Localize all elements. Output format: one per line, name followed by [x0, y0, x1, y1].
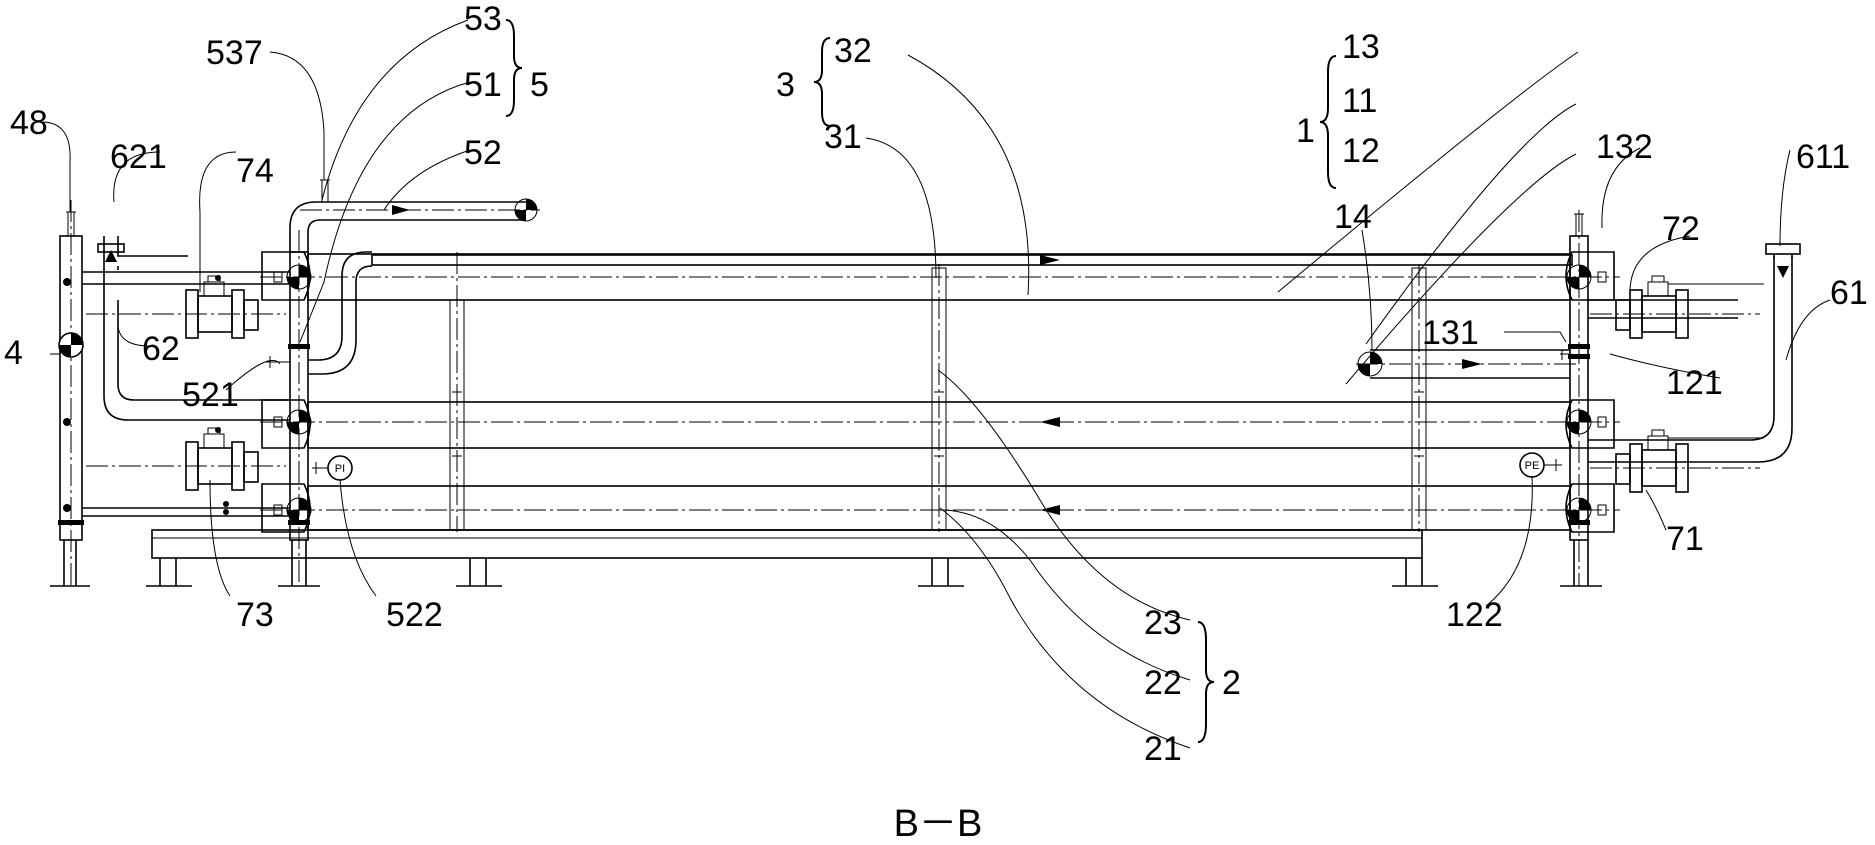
label-53: 53	[464, 0, 502, 38]
label-22: 22	[1144, 664, 1182, 702]
pressure-gauge-right: PE	[1519, 452, 1562, 478]
label-14: 14	[1334, 198, 1372, 236]
label-74: 74	[236, 152, 274, 190]
label-61: 61	[1830, 274, 1868, 312]
label-48: 48	[10, 104, 48, 142]
section-title: B－B	[894, 803, 983, 845]
label-521: 521	[182, 376, 239, 414]
left-valve-piping	[82, 236, 290, 517]
label-62: 62	[142, 330, 180, 368]
label-11: 11	[1342, 82, 1377, 120]
svg-text:PE: PE	[1525, 460, 1540, 472]
label-1: 1	[1296, 112, 1315, 150]
label-537: 537	[206, 34, 263, 72]
label-12: 12	[1342, 132, 1380, 170]
pressure-gauge-left: PI	[312, 455, 353, 481]
base-frame	[50, 529, 1602, 587]
label-522: 522	[386, 596, 443, 634]
grouping-braces	[505, 19, 1337, 743]
leader-lines	[41, 19, 1831, 749]
label-3: 3	[776, 66, 795, 104]
label-51: 51	[464, 66, 502, 104]
label-4: 4	[4, 334, 23, 372]
label-611: 611	[1796, 138, 1850, 176]
label-31: 31	[824, 118, 862, 156]
label-73: 73	[236, 596, 274, 634]
svg-text:B－B: B－B	[894, 803, 983, 845]
left-outlet-piping	[266, 179, 540, 375]
label-32: 32	[834, 32, 872, 70]
label-621: 621	[110, 138, 167, 176]
label-122: 122	[1446, 596, 1503, 634]
callout-labels: 48 537 53 51 5 52 621 74 62 4 521 73 522…	[4, 0, 1868, 768]
label-5: 5	[530, 66, 549, 104]
label-21: 21	[1144, 730, 1182, 768]
label-72: 72	[1662, 210, 1700, 248]
label-132: 132	[1596, 128, 1653, 166]
label-121: 121	[1666, 364, 1723, 402]
tube-supports	[449, 252, 1427, 532]
svg-text:PI: PI	[335, 463, 345, 475]
left-manifold-column	[58, 200, 84, 586]
label-131: 131	[1422, 314, 1479, 352]
label-52: 52	[464, 134, 502, 172]
label-71: 71	[1666, 520, 1704, 558]
label-2: 2	[1222, 664, 1241, 702]
right-valve-piping	[1588, 243, 1801, 493]
label-23: 23	[1144, 604, 1182, 642]
right-outlet-piping	[1356, 349, 1590, 379]
label-13: 13	[1342, 28, 1380, 66]
